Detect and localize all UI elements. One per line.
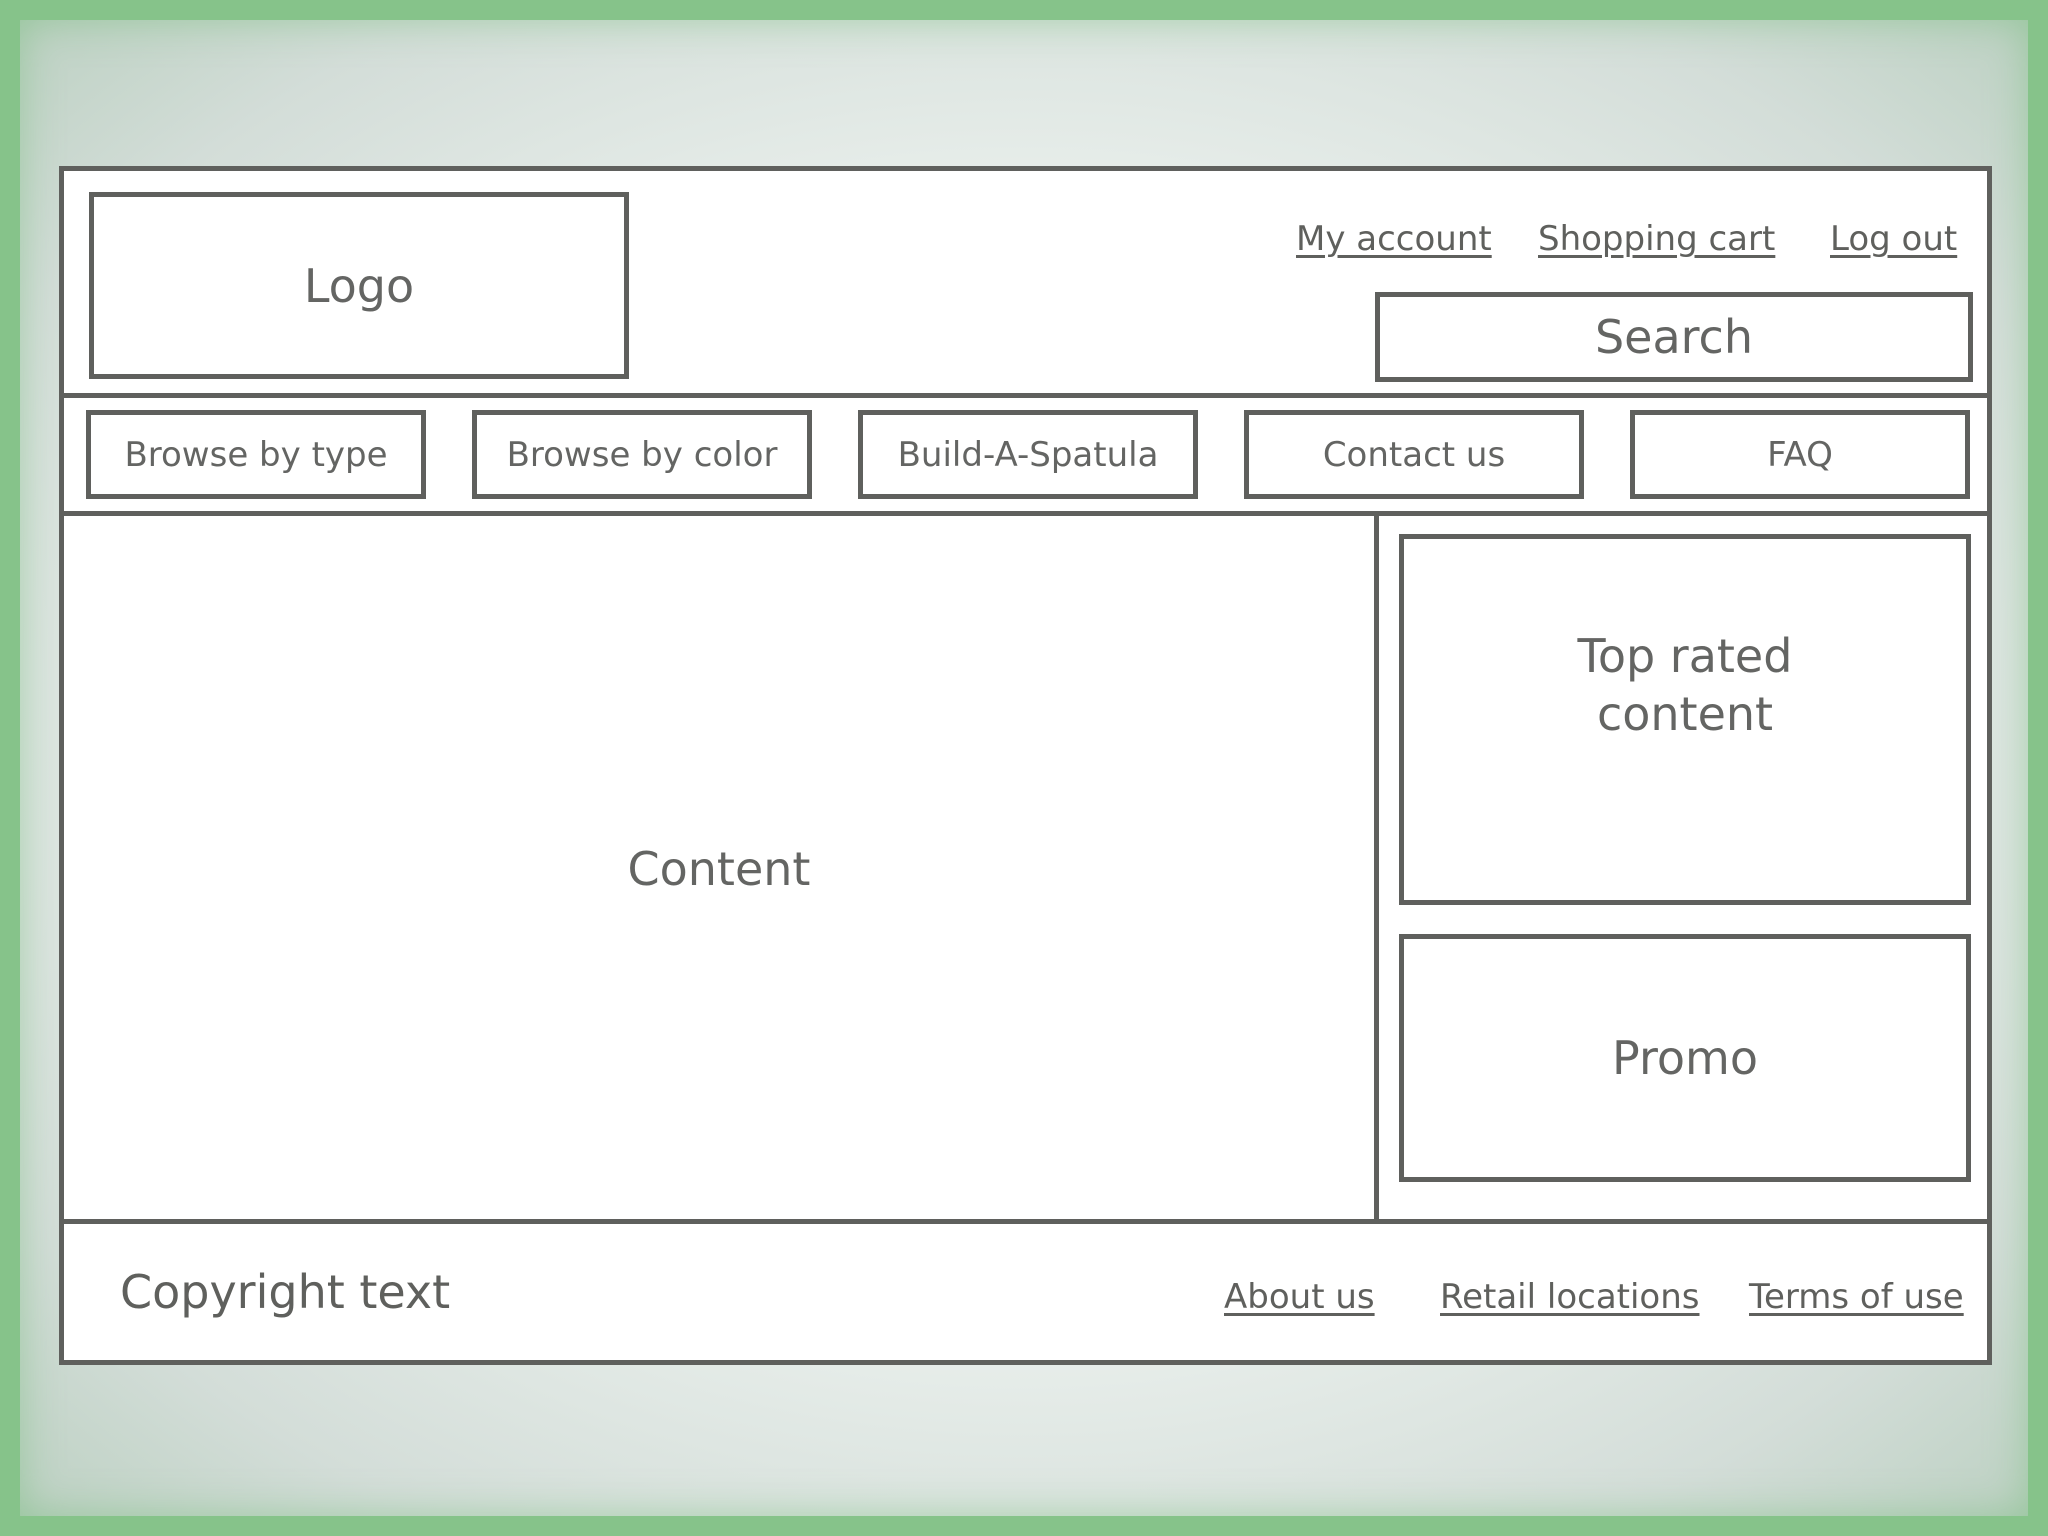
sidebar-divider: [1374, 516, 1379, 1221]
nav-faq-button[interactable]: FAQ: [1630, 410, 1970, 499]
footer-divider: [59, 1219, 1992, 1224]
top-rated-label: Top rated content: [1577, 628, 1793, 741]
nav-browse-by-type-button[interactable]: Browse by type: [86, 410, 426, 499]
promo-label: Promo: [1612, 1031, 1758, 1085]
nav-item-label: Browse by type: [124, 434, 388, 475]
nav-item-label: Browse by color: [506, 434, 778, 475]
about-us-link[interactable]: About us: [1224, 1277, 1375, 1317]
nav-item-label: Build-A-Spatula: [897, 434, 1159, 475]
terms-of-use-link[interactable]: Terms of use: [1749, 1277, 1964, 1317]
nav-divider: [59, 511, 1992, 516]
log-out-link[interactable]: Log out: [1830, 219, 1958, 259]
my-account-link[interactable]: My account: [1296, 219, 1492, 259]
logo-box[interactable]: Logo: [89, 192, 629, 379]
nav-build-a-spatula-button[interactable]: Build-A-Spatula: [858, 410, 1198, 499]
copyright-text: Copyright text: [120, 1265, 451, 1319]
content-area: Content: [64, 516, 1374, 1221]
header-divider: [59, 393, 1992, 398]
search-label: Search: [1594, 310, 1754, 364]
retail-locations-link[interactable]: Retail locations: [1440, 1277, 1700, 1317]
nav-contact-us-button[interactable]: Contact us: [1244, 410, 1584, 499]
nav-item-label: FAQ: [1767, 434, 1833, 475]
promo-box[interactable]: Promo: [1399, 934, 1971, 1182]
nav-item-label: Contact us: [1322, 434, 1506, 475]
logo-label: Logo: [303, 258, 415, 313]
top-rated-content-box[interactable]: Top rated content: [1399, 534, 1971, 905]
shopping-cart-link[interactable]: Shopping cart: [1538, 219, 1776, 259]
content-label: Content: [627, 841, 811, 896]
nav-browse-by-color-button[interactable]: Browse by color: [472, 410, 812, 499]
search-input[interactable]: Search: [1375, 292, 1973, 382]
